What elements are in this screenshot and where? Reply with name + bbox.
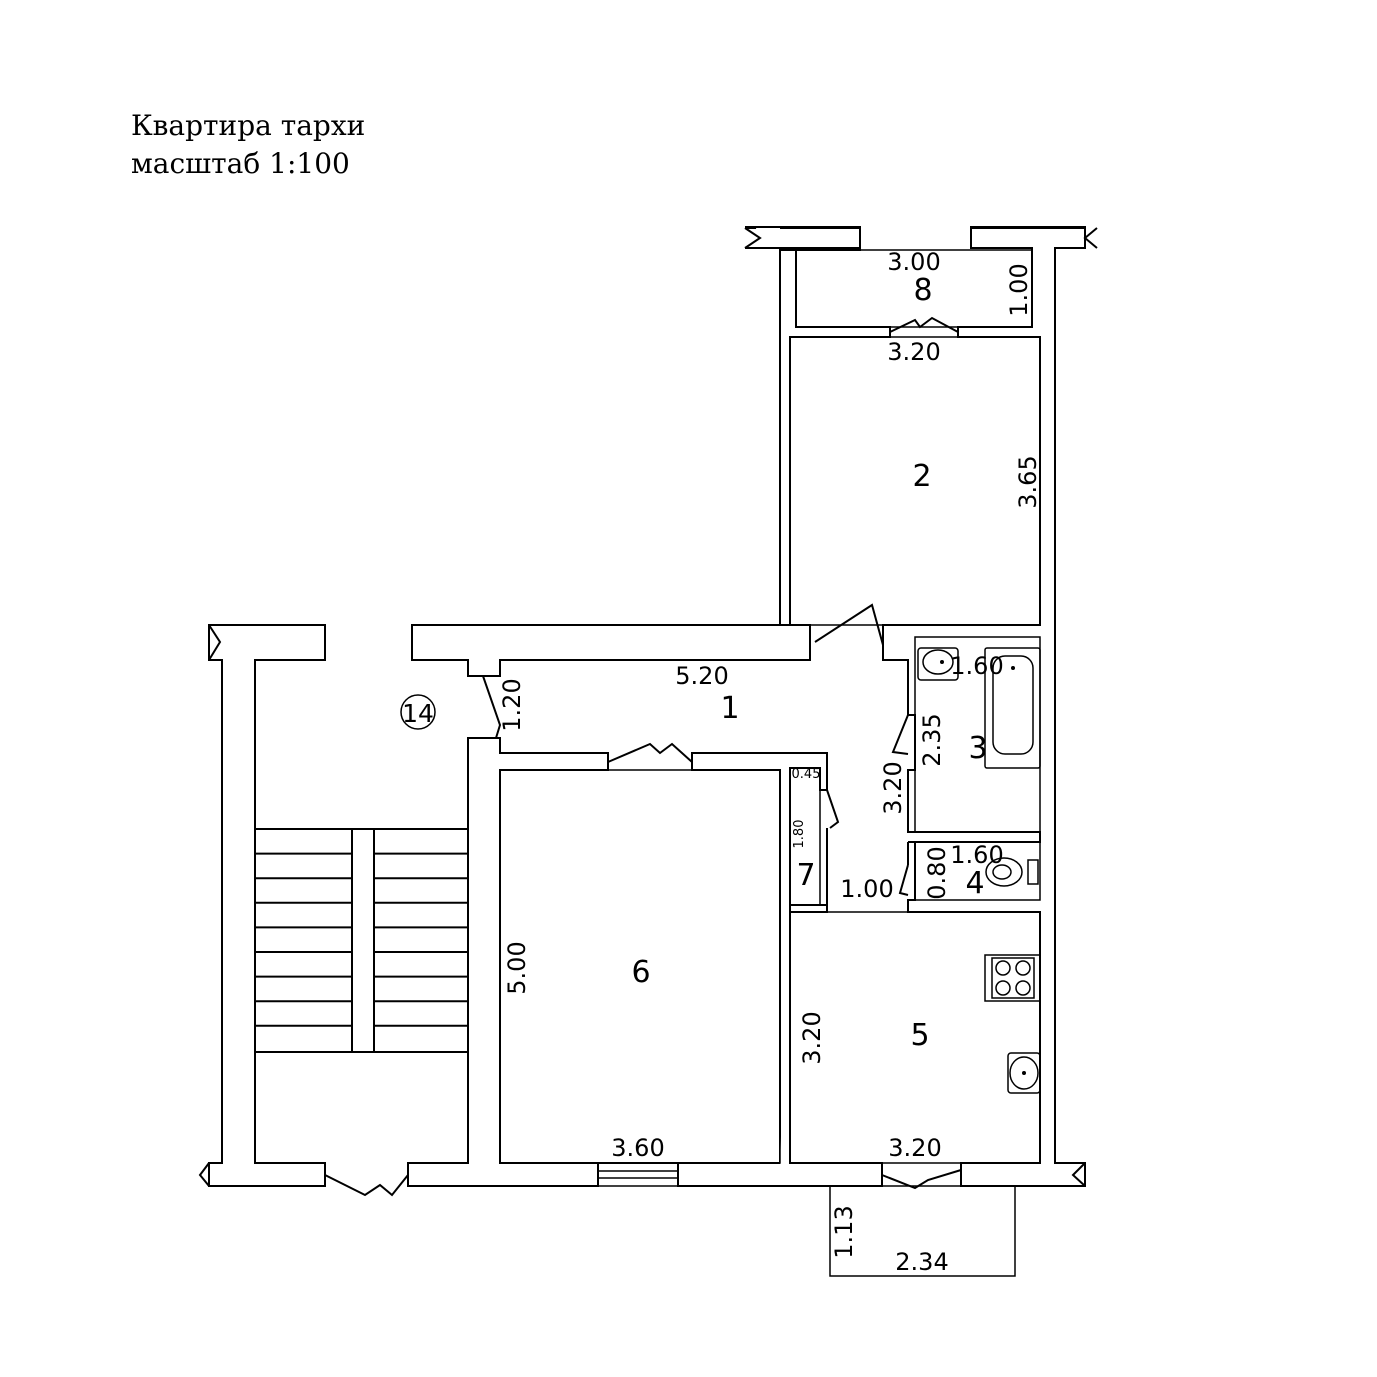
dim-room8-depth: 1.00	[1005, 263, 1033, 316]
door-apartment	[482, 675, 502, 739]
dim-room4-width: 1.60	[950, 841, 1003, 869]
window-room6	[597, 1162, 679, 1187]
door-room2	[814, 603, 884, 646]
dim-room4-depth: 0.80	[923, 846, 951, 899]
stove-icon	[984, 954, 1041, 1002]
room-number-7: 7	[796, 858, 815, 893]
dim-room2-depth: 3.65	[1014, 455, 1042, 508]
kitchen-sink-icon	[1007, 1052, 1041, 1094]
dim-hall-width: 1.00	[840, 875, 893, 903]
room-8-outline	[795, 249, 1033, 328]
dim-balcony-depth: 1.13	[830, 1205, 858, 1258]
door-room4	[898, 864, 909, 896]
wall-top-left	[411, 226, 861, 677]
dim-room1-width: 5.20	[675, 662, 728, 690]
dim-room1-depth: 1.20	[498, 678, 526, 731]
dimension-labels-vertical: 1.00 3.65 1.20 2.35 3.20 0.80 5.00 3.20 …	[498, 263, 1042, 1258]
door-room8	[889, 316, 959, 333]
dim-room6-width: 3.60	[611, 1134, 664, 1162]
break-marks	[198, 227, 1098, 1187]
door-room6	[607, 742, 693, 763]
room-number-6: 6	[631, 955, 650, 990]
dim-room5-depth: 3.20	[798, 1011, 826, 1064]
dimension-labels-horizontal: 3.00 3.20 5.20 1.60 1.60 1.00 3.60 3.20 …	[611, 248, 1003, 1276]
room-7-outline	[789, 767, 821, 906]
dim-hall-depth: 3.20	[879, 761, 907, 814]
dim-balcony-width: 2.34	[895, 1248, 948, 1276]
break-mark-top-right	[1083, 227, 1098, 249]
dim-room7-depth: 1.80	[792, 820, 807, 849]
room-number-2: 2	[912, 459, 931, 494]
room-number-3: 3	[968, 731, 987, 766]
dim-room8-width: 3.00	[887, 248, 940, 276]
dim-room5-width: 3.20	[888, 1134, 941, 1162]
break-mark-left-top	[208, 624, 222, 661]
stair-marker-label: 14	[402, 699, 434, 728]
room-number-5: 5	[910, 1018, 929, 1053]
break-mark-right	[1071, 1162, 1086, 1187]
doors	[324, 316, 962, 1197]
room-numbers: 1 2 3 4 5 6 7 8	[631, 273, 987, 1053]
break-mark-left-bottom	[198, 1162, 210, 1187]
balcony-outline	[829, 1185, 1016, 1277]
fixtures	[917, 647, 1041, 1094]
dim-room3-width: 1.60	[950, 652, 1003, 680]
bathtub-icon	[984, 647, 1041, 769]
staircase	[254, 828, 469, 1053]
door-room3	[891, 714, 909, 755]
dim-room2-width: 3.20	[887, 338, 940, 366]
door-entrance	[324, 1174, 409, 1197]
plan-scale: масштаб 1:100	[131, 147, 350, 180]
dim-room3-depth: 2.35	[918, 713, 946, 766]
room-number-8: 8	[913, 273, 932, 308]
break-mark-top-left	[744, 227, 762, 249]
door-room7	[826, 789, 840, 829]
dim-room7-width: 0.45	[792, 767, 821, 782]
room-number-1: 1	[720, 691, 739, 726]
plan-title: Квартира тархи	[131, 109, 366, 142]
window	[597, 1162, 679, 1187]
door-balcony	[881, 1169, 962, 1190]
wall-loggia-left	[789, 250, 891, 625]
stair-well	[351, 828, 375, 1053]
room-number-4: 4	[965, 866, 984, 901]
stair-marker: 14	[400, 694, 436, 730]
toilet-icon	[985, 857, 1039, 887]
washbasin-icon	[917, 647, 959, 681]
dim-room6-depth: 5.00	[503, 941, 531, 994]
